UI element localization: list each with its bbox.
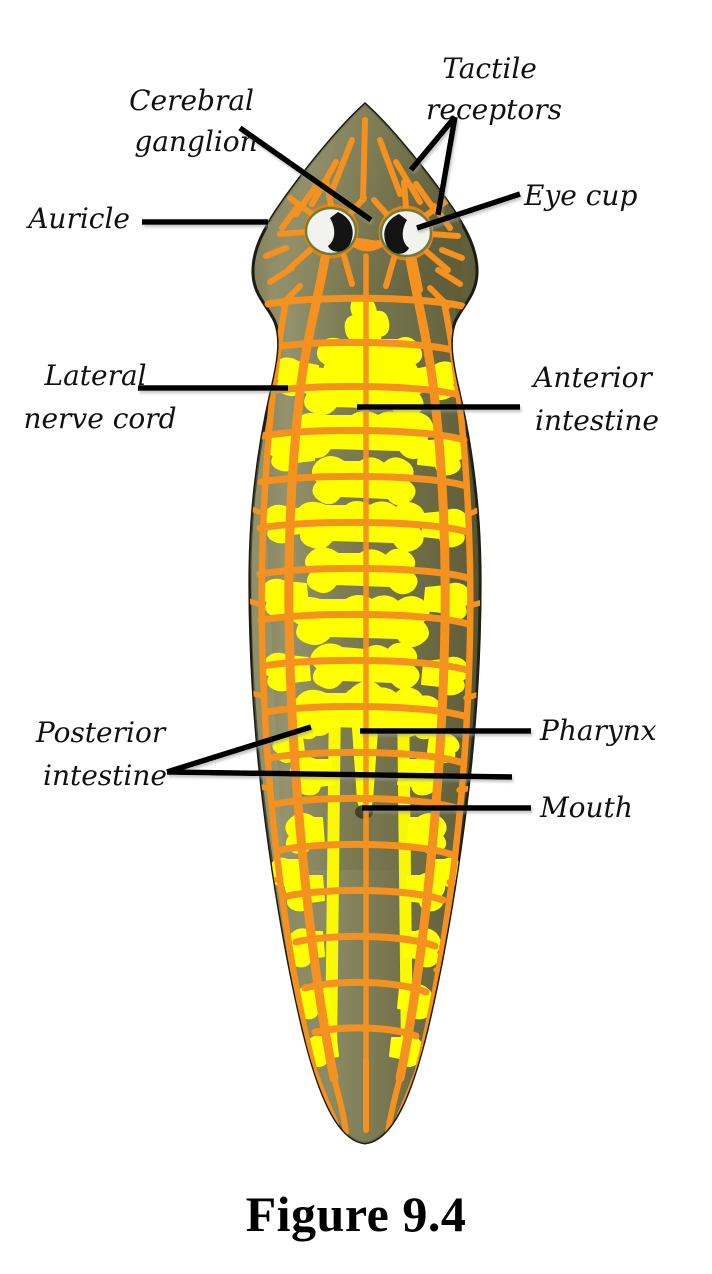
label-tactile-receptors-line2: receptors [426,93,562,126]
right-eye-cup [379,208,433,258]
diagram-labels: Cerebral ganglion Tactile receptors Auri… [23,52,661,824]
label-posterior-intestine-line1: Posterior [35,716,167,749]
ganglion-commissure [348,238,388,252]
figure-caption: Figure 9.4 [246,1186,467,1242]
label-lateral-nerve-cord: Lateral nerve cord [23,359,176,435]
label-mouth: Mouth [539,791,633,824]
label-pharynx: Pharynx [539,714,657,747]
label-lateral-nerve-cord-line2: nerve cord [23,402,176,435]
label-anterior-intestine-line1: Anterior [530,361,653,394]
accessory-nerve-left [258,296,318,1074]
label-cerebral-ganglion-line1: Cerebral [129,84,254,117]
label-tactile-receptors: Tactile receptors [426,52,562,126]
label-tactile-receptors-line1: Tactile [442,52,537,85]
eye-cups [304,206,433,258]
label-anterior-intestine: Anterior intestine [530,361,661,437]
leader-cerebral-ganglion [238,125,373,223]
leader-eye-cup [416,191,521,231]
leader-tactile-receptors [408,115,458,216]
label-eye-cup: Eye cup [523,179,637,212]
label-lateral-nerve-cord-line1: Lateral [43,359,146,392]
nerve-commissures [256,294,472,1040]
leader-posterior-intestine [166,724,513,780]
label-anterior-intestine-line2: intestine [535,404,659,437]
left-eye-cup [304,206,358,256]
leader-lines [138,115,531,811]
label-auricle: Auricle [25,202,130,235]
label-posterior-intestine-line2: intestine [43,759,167,792]
label-cerebral-ganglion: Cerebral ganglion [129,84,263,158]
label-cerebral-ganglion-line2: ganglion [134,125,257,158]
lateral-nerve-cord-left [284,253,339,1083]
label-posterior-intestine: Posterior intestine [35,716,174,792]
